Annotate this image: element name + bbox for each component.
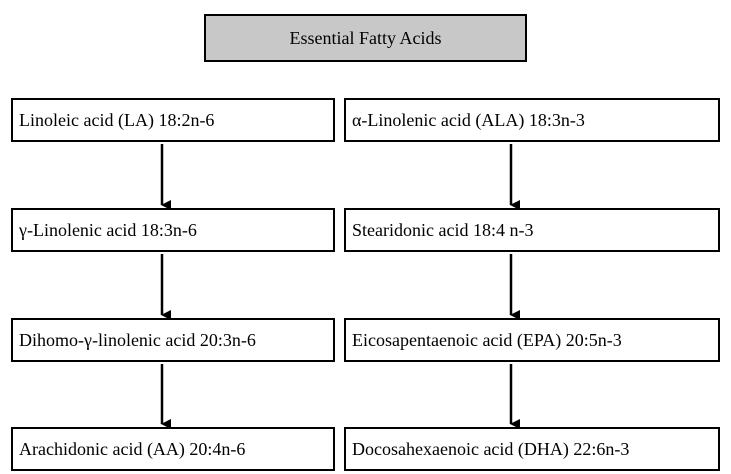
diagram-title: Essential Fatty Acids xyxy=(204,14,527,62)
node-alpha-linolenic-acid: α-Linolenic acid (ALA) 18:3n-3 xyxy=(344,98,720,142)
node-arachidonic-acid: Arachidonic acid (AA) 20:4n-6 xyxy=(11,427,335,471)
node-stearidonic-acid: Stearidonic acid 18:4 n-3 xyxy=(344,208,720,252)
node-gamma-linolenic-acid: γ-Linolenic acid 18:3n-6 xyxy=(11,208,335,252)
node-docosahexaenoic-acid: Docosahexaenoic acid (DHA) 22:6n-3 xyxy=(344,427,720,471)
node-linoleic-acid: Linoleic acid (LA) 18:2n-6 xyxy=(11,98,335,142)
node-eicosapentaenoic-acid: Eicosapentaenoic acid (EPA) 20:5n-3 xyxy=(344,318,720,362)
node-dihomo-gamma-linolenic-acid: Dihomo-γ-linolenic acid 20:3n-6 xyxy=(11,318,335,362)
